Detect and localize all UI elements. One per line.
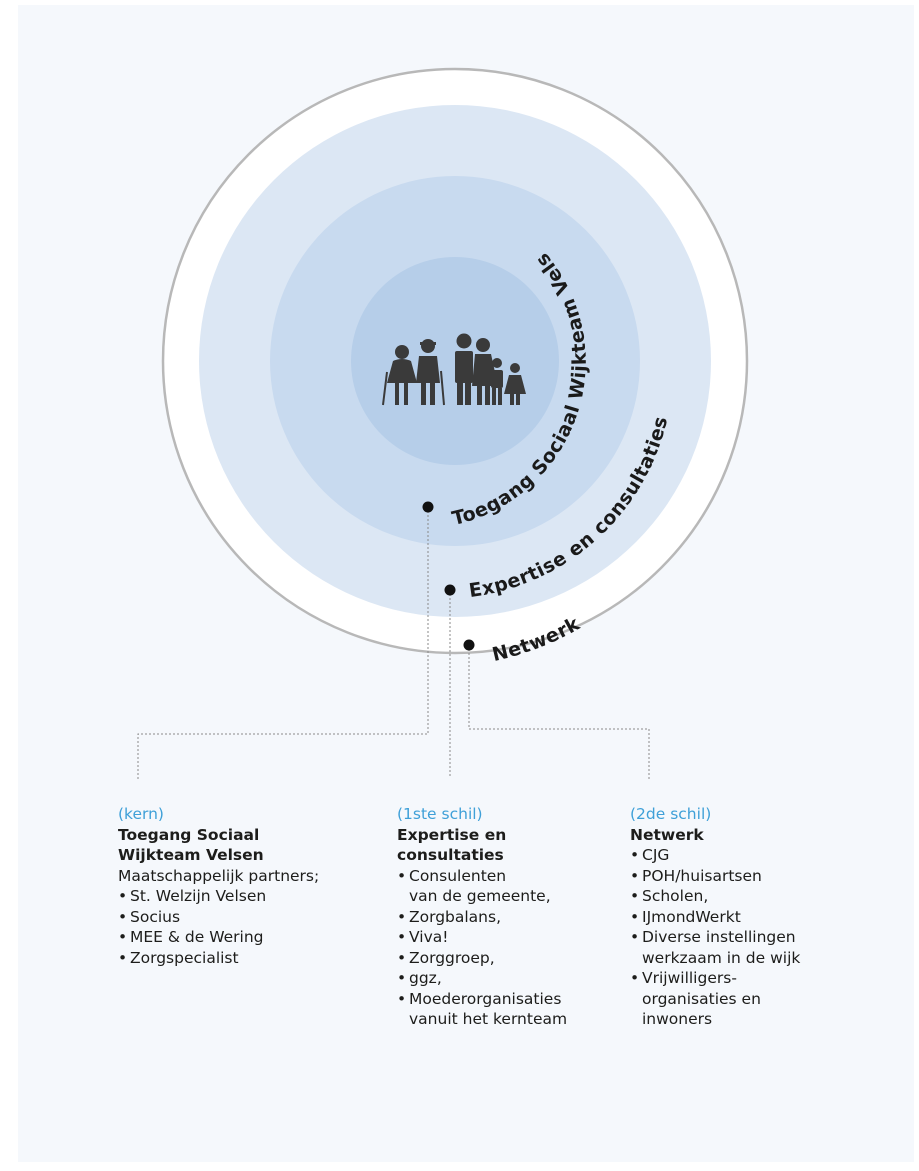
list-item-text: Diverse instellingen: [642, 928, 796, 946]
list-item: IJmondWerkt: [630, 907, 860, 928]
list-item-text: Zorgspecialist: [130, 948, 239, 967]
list-item: Diverse instellingen werkzaam in de wijk: [630, 927, 860, 968]
list-item: MEE & de Wering: [118, 927, 368, 948]
list-item: Moederorganisaties vanuit het kernteam: [397, 989, 627, 1030]
column-tag: (2de schil): [630, 805, 712, 823]
list-item: Consulenten van de gemeente,: [397, 866, 627, 907]
heading-line: Expertise en: [397, 825, 507, 844]
family-generations-icon: [382, 333, 526, 406]
marker-dot-2de-schil: [463, 639, 475, 651]
column-kern: (kern) Toegang Sociaal Wijkteam Velsen M…: [118, 804, 368, 968]
list-item-text: ggz,: [409, 969, 442, 987]
column-tag: (kern): [118, 805, 164, 823]
column-tag: (1ste schil): [397, 805, 483, 823]
list-item: Zorgbalans,: [397, 907, 627, 928]
list-item-text: St. Welzijn Velsen: [130, 887, 267, 905]
column-heading: Toegang Sociaal Wijkteam Velsen: [118, 825, 368, 866]
list-item: POH/huisartsen: [630, 866, 860, 887]
heading-line: Wijkteam Velsen: [118, 846, 264, 864]
list-item: Viva!: [397, 927, 627, 948]
heading-line: Netwerk: [630, 825, 704, 844]
list-item: Zorggroep,: [397, 948, 627, 969]
list-item-text: Scholen,: [642, 887, 709, 905]
column-list: CJG POH/huisartsen Scholen, IJmondWerkt …: [630, 845, 860, 1030]
list-item-text: Zorggroep,: [409, 948, 495, 967]
list-item: Scholen,: [630, 886, 860, 907]
marker-dot-1ste-schil: [444, 584, 456, 596]
heading-line: consultaties: [397, 846, 504, 864]
list-item-text: Socius: [130, 907, 181, 926]
column-heading: Expertise en consultaties: [397, 825, 627, 866]
list-item-text: CJG: [642, 846, 670, 864]
list-item: Vrijwilligers- organisaties en inwoners: [630, 968, 860, 1030]
list-item-text: MEE & de Wering: [130, 928, 264, 946]
marker-dot-kern: [422, 501, 434, 513]
connector-2de-schil: [468, 645, 650, 779]
list-item: St. Welzijn Velsen: [118, 886, 368, 907]
column-list: Consulenten van de gemeente, Zorgbalans,…: [397, 866, 627, 1030]
list-item-text: Moederorganisaties: [409, 989, 562, 1008]
list-item-text: vanuit het kernteam: [409, 1010, 568, 1028]
list-item-text: werkzaam in de wijk: [642, 948, 801, 967]
heading-line: Toegang Sociaal: [118, 825, 260, 844]
column-intro: Maatschappelijk partners;: [118, 866, 320, 885]
column-1ste-schil: (1ste schil) Expertise en consultaties C…: [397, 804, 627, 1030]
list-item-text: van de gemeente,: [409, 887, 551, 905]
list-item: Socius: [118, 907, 368, 928]
column-heading: Netwerk: [630, 825, 860, 846]
column-2de-schil: (2de schil) Netwerk CJG POH/huisartsen S…: [630, 804, 860, 1030]
list-item: Zorgspecialist: [118, 948, 368, 969]
list-item-text: Zorgbalans,: [409, 907, 502, 926]
connector-kern: [137, 507, 429, 779]
list-item: ggz,: [397, 968, 627, 989]
list-item-text: IJmondWerkt: [642, 907, 741, 926]
list-item-text: POH/huisartsen: [642, 866, 762, 885]
list-item-text: inwoners: [642, 1010, 713, 1028]
column-list: St. Welzijn Velsen Socius MEE & de Werin…: [118, 886, 368, 968]
list-item-text: Vrijwilligers-: [642, 969, 737, 987]
list-item-text: Viva!: [409, 928, 449, 946]
connector-lines: [137, 507, 650, 779]
list-item-text: organisaties en: [642, 989, 761, 1008]
list-item-text: Consulenten: [409, 866, 507, 885]
list-item: CJG: [630, 845, 860, 866]
